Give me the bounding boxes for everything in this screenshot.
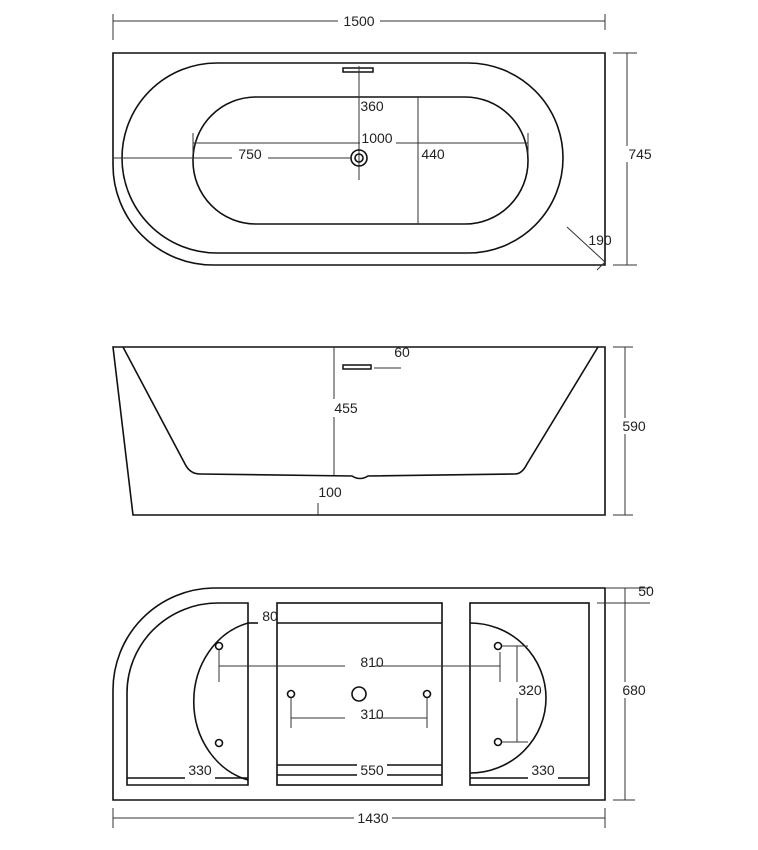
label-1500: 1500 [343,13,374,29]
dimension-1500: 1500 [112,12,606,40]
label-60: 60 [394,344,410,360]
dimension-745: 745 [613,52,658,266]
foot-icon [286,689,296,699]
foot-icon [493,641,503,651]
right-compartment [469,602,590,786]
left-half-disc [193,622,249,781]
label-750: 750 [238,146,262,162]
label-320: 320 [518,682,542,698]
label-745: 745 [628,146,652,162]
label-810: 810 [360,654,384,670]
label-360: 360 [360,98,384,114]
label-190: 190 [588,232,612,248]
label-50: 50 [638,583,654,599]
label-330-right: 330 [531,762,555,778]
drain-icon [351,686,367,702]
right-half-disc [469,622,547,774]
label-680: 680 [622,682,646,698]
label-330-left: 330 [188,762,212,778]
label-455: 455 [334,400,358,416]
label-590: 590 [622,418,646,434]
label-310: 310 [360,706,384,722]
side-view: 60 455 100 590 [112,344,656,516]
label-1430: 1430 [357,810,388,826]
side-inner [122,346,599,480]
top-view: 1500 360 1000 750 440 190 745 [112,12,658,271]
dimension-1430: 1430 [112,808,606,828]
dimension-680: 680 [613,588,656,801]
label-440: 440 [421,146,445,162]
left-compartment [126,602,249,786]
center-compartment [276,602,443,786]
foot-icon [214,738,224,748]
top-inner-basin [192,96,529,225]
feet [214,641,503,748]
overflow-icon [342,364,372,370]
foot-icon [422,689,432,699]
label-1000: 1000 [361,130,392,146]
base-outer [112,587,606,801]
label-100: 100 [318,484,342,500]
overflow-icon [342,67,374,73]
side-outer [112,346,606,516]
foot-icon [493,737,503,747]
label-80: 80 [262,608,278,624]
base-view: 80 50 810 310 320 330 550 330 680 1430 [112,583,656,828]
top-outer-rim [112,52,606,266]
foot-icon [214,641,224,651]
dimension-590: 590 [613,346,656,516]
label-550: 550 [360,762,384,778]
